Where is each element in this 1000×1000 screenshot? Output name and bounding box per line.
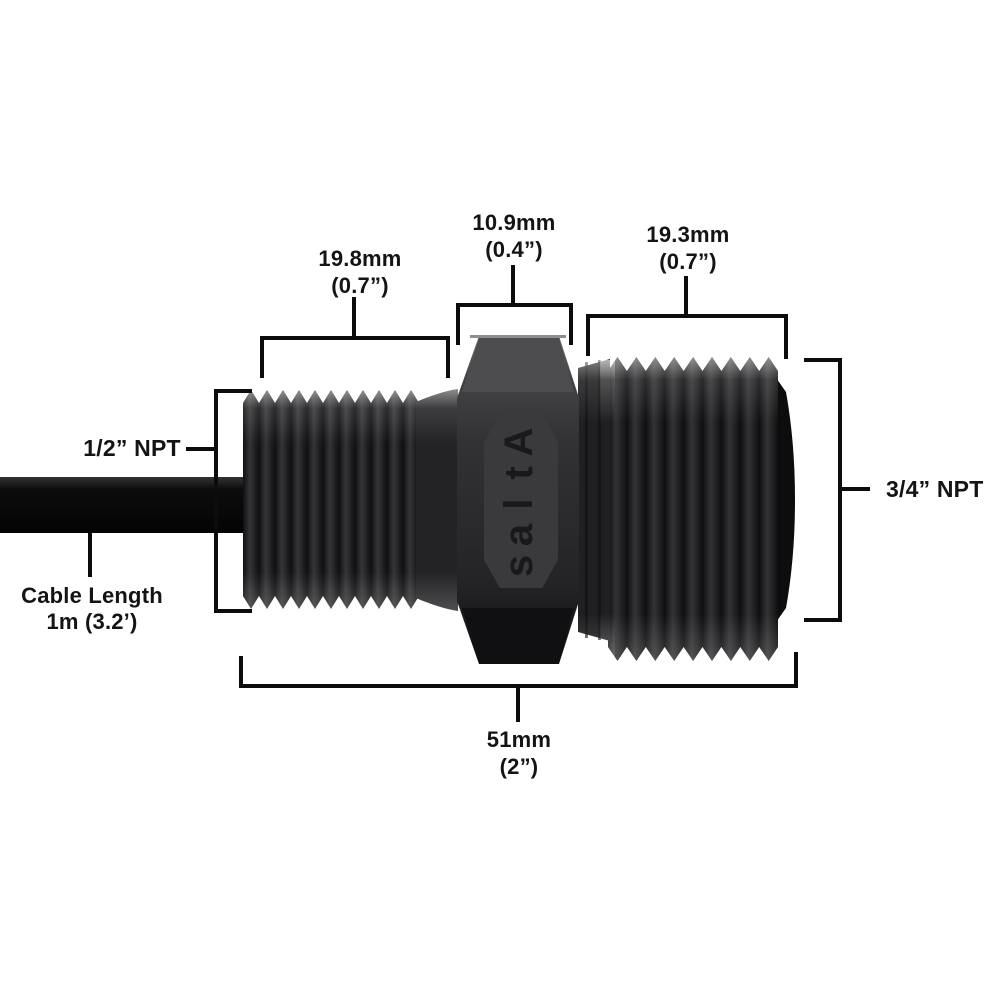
- svg-text:l: l: [497, 498, 541, 509]
- npt-half-dash: [186, 447, 214, 451]
- thread-label-right: 3/4” NPT: [886, 476, 984, 502]
- dim-19-3-left-end: [586, 314, 590, 356]
- dim-51-tick: [516, 688, 520, 722]
- dim-51-left-end: [239, 656, 243, 688]
- dim-10-9-left-end: [456, 303, 460, 345]
- npt-half-vline: [214, 389, 218, 613]
- thread-label-left: 1/2” NPT: [83, 435, 181, 461]
- dim-51-right-end: [794, 652, 798, 688]
- dim-19-3-metric: 19.3mm: [646, 222, 730, 247]
- dim-19-8-left-end: [260, 336, 264, 378]
- cable-length-line1: Cable Length: [21, 583, 163, 608]
- npt-threequarter-top-end: [804, 358, 842, 362]
- svg-text:s: s: [497, 555, 541, 577]
- dim-19-3-right-end: [784, 314, 788, 359]
- hex-bottom-face: [462, 608, 574, 662]
- cable: [0, 477, 247, 533]
- svg-text:t: t: [497, 466, 541, 479]
- dim-10-9-imperial: (0.4”): [485, 237, 543, 262]
- dim-10-9-right-end: [569, 303, 573, 345]
- npt-threequarter-bottom-end: [804, 618, 842, 622]
- npt-threequarter-vline: [838, 358, 842, 622]
- dim-19-8-right-end: [446, 336, 450, 378]
- dim-51-metric: 51mm: [486, 727, 552, 752]
- dim-19-8-tick: [352, 297, 356, 340]
- engraving-text: At l as: [497, 428, 541, 578]
- big-thread-shading: [600, 357, 778, 661]
- cable-length-label: Cable Length 1m (3.2’): [21, 583, 163, 635]
- dim-10-9-tick: [511, 265, 515, 307]
- svg-text:A: A: [497, 428, 541, 457]
- dim-label-10-9: 10.9mm (0.4”): [472, 209, 555, 263]
- dim-label-19-3: 19.3mm (0.7”): [646, 221, 729, 275]
- small-thread-shading: [243, 389, 458, 611]
- dim-19-8-imperial: (0.7”): [331, 273, 389, 298]
- dim-label-51: 51mm (2”): [487, 726, 551, 780]
- npt-half-bottom-end: [214, 609, 252, 613]
- dim-51-hline: [239, 684, 798, 688]
- cable-length-line2: 1m (3.2’): [46, 609, 138, 634]
- hex-facet: [484, 414, 558, 588]
- cable-callout-tick: [88, 533, 92, 577]
- dim-label-19-8: 19.8mm (0.7”): [318, 245, 401, 299]
- dim-51-imperial: (2”): [499, 754, 539, 779]
- npt-threequarter-dash: [842, 487, 870, 491]
- dim-19-8-metric: 19.8mm: [318, 246, 402, 271]
- npt-half-top-end: [214, 389, 252, 393]
- dim-10-9-metric: 10.9mm: [472, 210, 556, 235]
- dim-19-3-imperial: (0.7”): [659, 249, 717, 274]
- svg-text:a: a: [497, 523, 541, 546]
- hex-top-edge-highlight: [470, 335, 566, 338]
- hex-top-face: [462, 338, 574, 392]
- dim-19-3-tick: [684, 276, 688, 318]
